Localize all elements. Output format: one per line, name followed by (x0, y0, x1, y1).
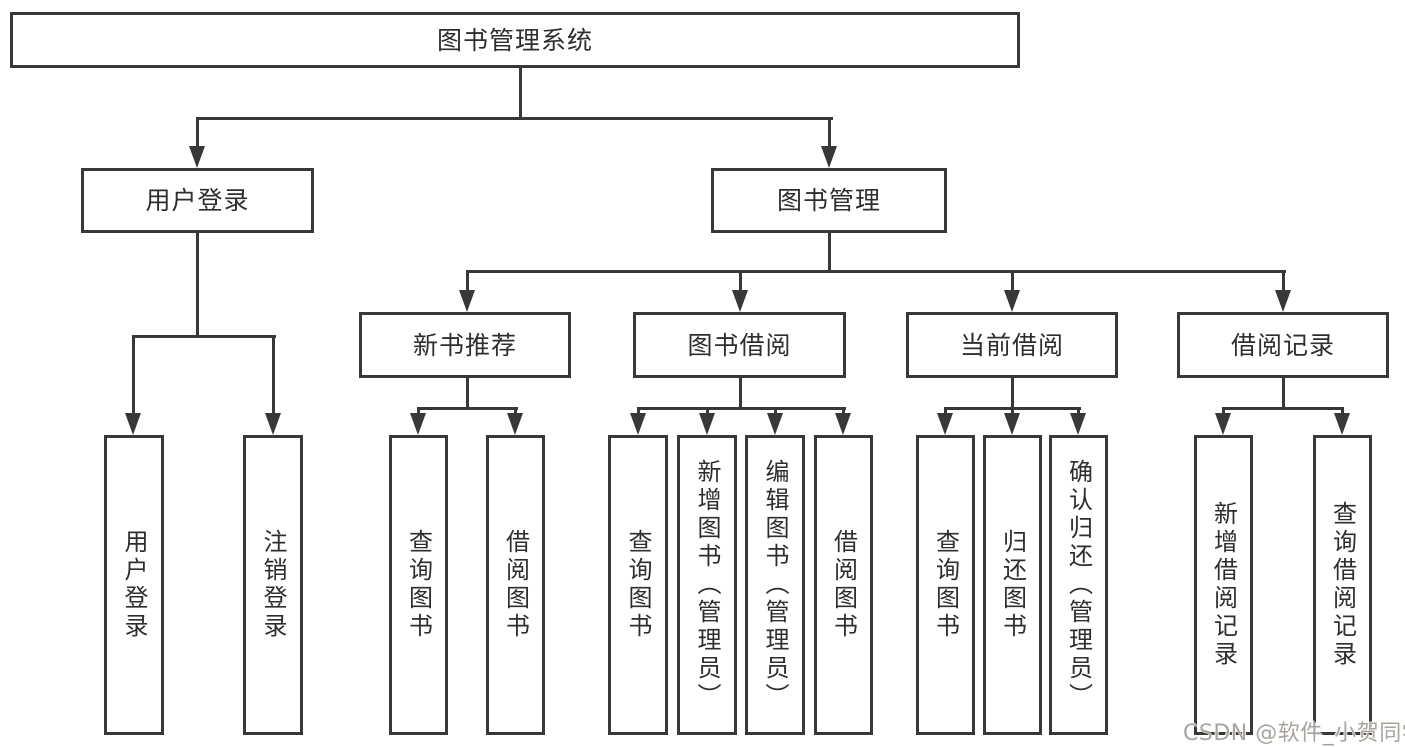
connector-line (417, 407, 420, 417)
csdn-watermark: CSDN @软件_小贺同学 (1183, 721, 1405, 746)
leaf-record-add-borrow-record: 新增借阅记录 (1194, 435, 1253, 735)
connector-line (1222, 407, 1344, 410)
arrowhead-icon (1334, 413, 1350, 435)
leaf-label: 查询图书 (624, 529, 652, 641)
arrowhead-icon (732, 290, 748, 312)
arrowhead-icon (1070, 413, 1086, 435)
connector-line (944, 407, 947, 417)
arrowhead-icon (1004, 290, 1020, 312)
connector-line (1282, 378, 1285, 410)
connector-line (739, 378, 742, 410)
arrowhead-icon (125, 413, 141, 435)
node-borrowing-records: 借阅记录 (1177, 312, 1389, 378)
node-book-borrowing: 图书借阅 (633, 312, 846, 378)
connector-line (706, 407, 709, 417)
leaf-record-query-borrow-record: 查询借阅记录 (1313, 435, 1372, 735)
connector-line (519, 66, 522, 119)
arrowhead-icon (767, 413, 783, 435)
arrowhead-icon (410, 413, 426, 435)
leaf-user-login: 用户登录 (104, 435, 164, 735)
node-current-borrowing: 当前借阅 (906, 312, 1118, 378)
connector-line (196, 117, 199, 151)
connector-line (828, 233, 831, 273)
arrowhead-icon (699, 413, 715, 435)
connector-line (1011, 378, 1014, 410)
connector-line (774, 407, 777, 417)
node-label: 新书推荐 (412, 330, 517, 360)
leaf-recommend-query-books: 查询图书 (389, 435, 448, 735)
leaf-borrowing-query-books: 查询图书 (608, 435, 668, 735)
node-book-management: 图书管理 (711, 168, 947, 233)
leaf-label: 查询借阅记录 (1328, 501, 1357, 669)
arrowhead-icon (265, 413, 281, 435)
node-root-library-management-system: 图书管理系统 (10, 12, 1020, 68)
connector-line (637, 407, 846, 410)
arrowhead-icon (1275, 290, 1291, 312)
node-user-login: 用户登录 (81, 168, 314, 233)
leaf-label: 归还图书 (998, 529, 1027, 641)
leaf-borrowing-borrow-books: 借阅图书 (814, 435, 873, 735)
arrowhead-icon (835, 413, 851, 435)
leaf-label: 查询图书 (931, 529, 960, 641)
leaf-label: 用户登录 (120, 529, 148, 641)
arrowhead-icon (821, 146, 837, 168)
connector-line (466, 270, 469, 294)
leaf-label: 查询图书 (404, 529, 433, 641)
connector-line (132, 335, 135, 417)
connector-line (1222, 407, 1225, 417)
leaf-label: 借阅图书 (501, 529, 530, 641)
arrowhead-icon (1215, 413, 1231, 435)
connector-line (1011, 270, 1014, 294)
connector-line (196, 233, 199, 337)
leaf-label: 编辑图书（管理员） (761, 459, 789, 711)
leaf-borrowing-add-books-admin: 新增图书（管理员） (677, 435, 737, 735)
connector-line (1341, 407, 1344, 417)
connector-line (417, 407, 518, 410)
leaf-label: 新增借阅记录 (1209, 501, 1238, 669)
node-label: 图书借阅 (687, 330, 792, 360)
arrowhead-icon (937, 413, 953, 435)
node-new-book-recommend: 新书推荐 (359, 312, 571, 378)
node-label: 用户登录 (145, 186, 250, 215)
leaf-label: 注销登录 (259, 529, 287, 641)
connector-line (1282, 270, 1285, 294)
leaf-label: 确认归还（管理员） (1064, 459, 1093, 711)
leaf-recommend-borrow-books: 借阅图书 (486, 435, 545, 735)
connector-line (466, 270, 1286, 273)
connector-line (1077, 407, 1080, 417)
connector-line (739, 270, 742, 294)
arrowhead-icon (507, 413, 523, 435)
connector-line (637, 407, 640, 417)
arrowhead-icon (189, 146, 205, 168)
arrowhead-icon (1004, 413, 1020, 435)
connector-line (1011, 407, 1014, 417)
connector-line (196, 117, 833, 120)
leaf-current-confirm-return-admin: 确认归还（管理员） (1049, 435, 1108, 735)
node-label: 当前借阅 (959, 330, 1064, 360)
arrowhead-icon (630, 413, 646, 435)
connector-line (272, 335, 275, 417)
connector-line (466, 378, 469, 410)
node-label: 图书管理 (776, 186, 881, 215)
leaf-current-query-books: 查询图书 (916, 435, 975, 735)
connector-line (828, 117, 831, 151)
leaf-label: 借阅图书 (829, 529, 858, 641)
node-label: 借阅记录 (1230, 330, 1335, 360)
leaf-logout: 注销登录 (243, 435, 303, 735)
arrowhead-icon (459, 290, 475, 312)
leaf-current-return-books: 归还图书 (983, 435, 1042, 735)
connector-line (132, 335, 276, 338)
connector-line (842, 407, 845, 417)
connector-line (514, 407, 517, 417)
leaf-borrowing-edit-books-admin: 编辑图书（管理员） (745, 435, 805, 735)
node-label: 图书管理系统 (436, 25, 593, 55)
leaf-label: 新增图书（管理员） (693, 459, 721, 711)
